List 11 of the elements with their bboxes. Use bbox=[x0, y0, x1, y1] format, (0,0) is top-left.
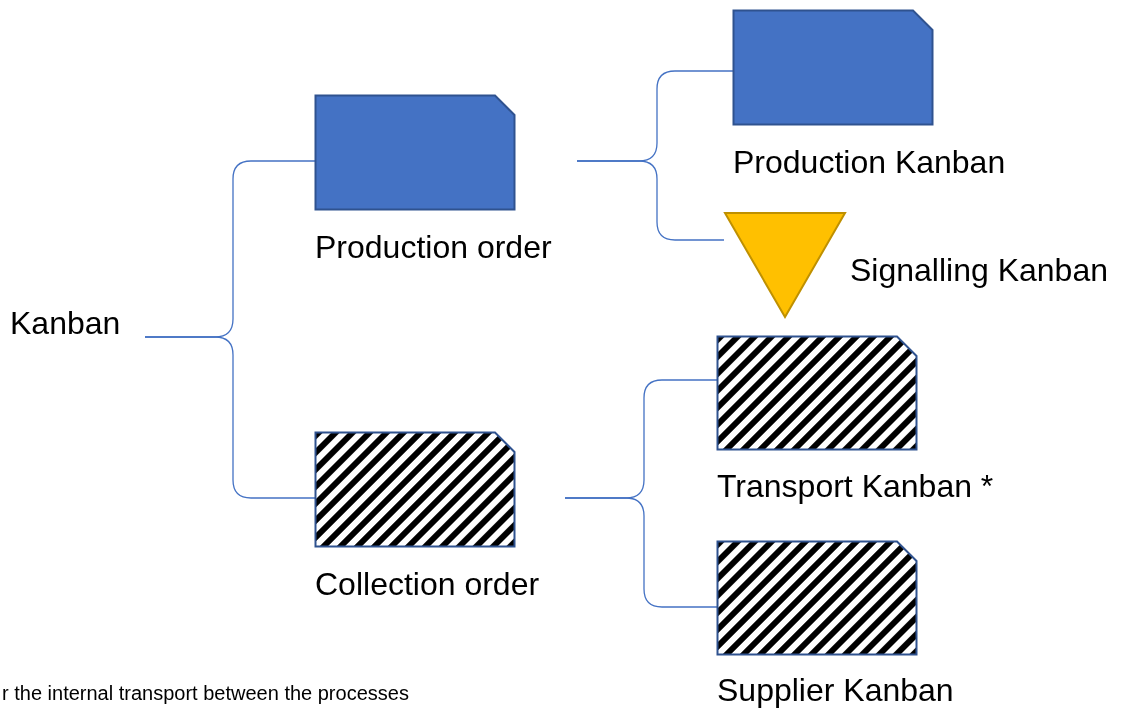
card-label: Transport Kanban * bbox=[717, 468, 994, 504]
brace-connector bbox=[576, 160, 725, 241]
brace-connector bbox=[564, 497, 718, 608]
card-label: Signalling Kanban bbox=[850, 252, 1108, 288]
brace-connector bbox=[144, 336, 316, 499]
footnote: r the internal transport between the processes bbox=[2, 682, 409, 704]
category-label: Kanban bbox=[10, 305, 122, 341]
card-label: Collection order bbox=[315, 566, 540, 602]
card-label: Supplier Kanban bbox=[717, 672, 954, 708]
card-label: Production Kanban bbox=[733, 144, 1006, 180]
card-label: Production order bbox=[315, 229, 552, 265]
